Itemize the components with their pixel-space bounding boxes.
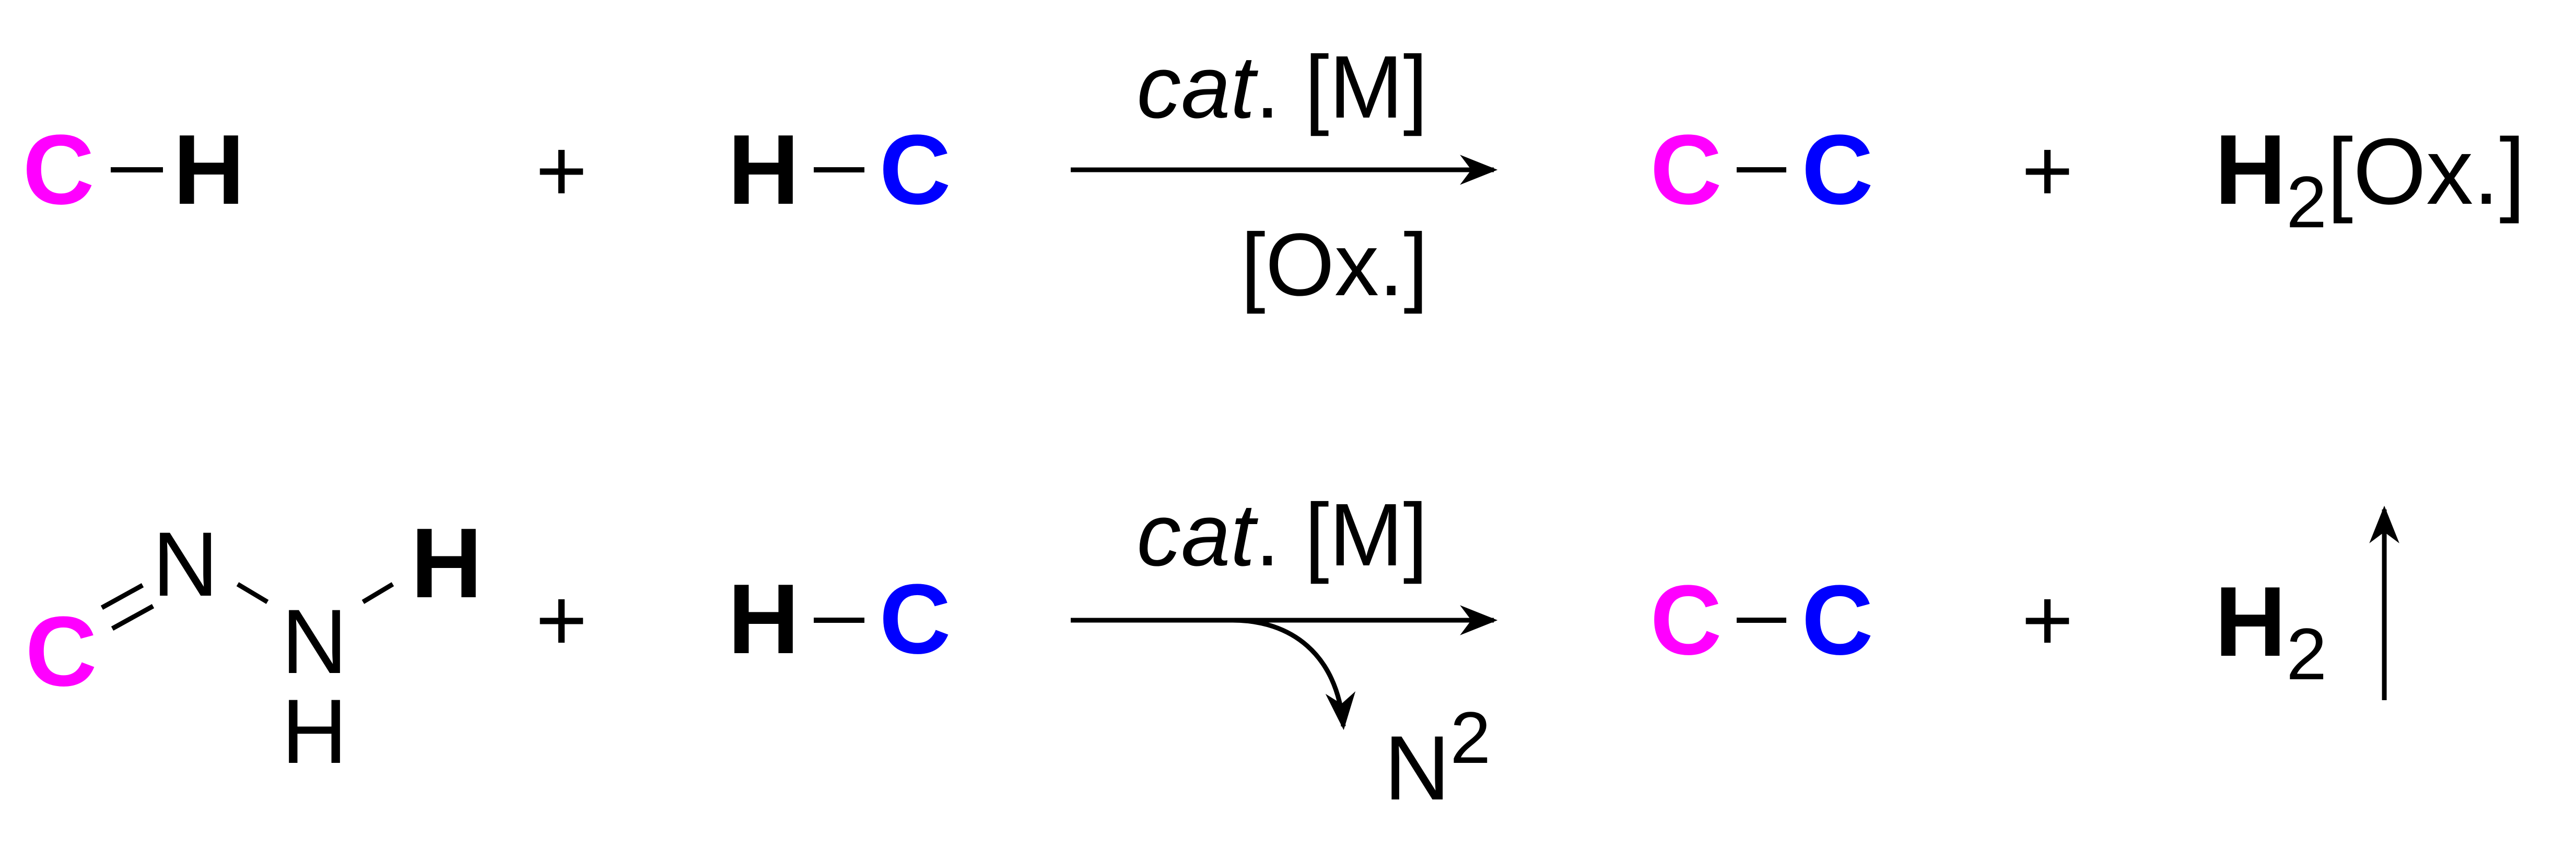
catalyst-italic: cat — [1137, 485, 1259, 585]
bond-double-b — [111, 604, 155, 631]
hydrazone: C N N H H — [25, 508, 482, 783]
plus-sign: + — [2021, 571, 2073, 670]
bond-single — [236, 582, 269, 604]
byproduct-h2: H2 — [2215, 566, 2327, 695]
atom-h: H — [728, 564, 799, 675]
catalyst-rest: . [M] — [1255, 485, 1428, 585]
product-cc: C C — [1650, 565, 1873, 676]
byproduct-h2-ox: H2[Ox.] — [2215, 114, 2525, 243]
plus-sign: + — [535, 121, 587, 221]
atom-h: H — [2215, 566, 2286, 677]
subscript-2: 2 — [2286, 161, 2327, 243]
atom-c-blue: C — [879, 114, 951, 225]
release-curve-arrow — [1232, 618, 1356, 730]
atom-h: H — [282, 681, 347, 783]
catalyst-label: cat. [M] — [1137, 485, 1427, 585]
oxidant-label: [Ox.] — [1241, 215, 1428, 315]
reaction-arrow: cat. [M] N2 — [1071, 485, 1498, 819]
atom-c-magenta: C — [1650, 114, 1722, 225]
reaction-arrow: cat. [M] [Ox.] — [1071, 38, 1498, 315]
reactant-hc: H C — [728, 114, 951, 225]
reaction-1: C H + H C cat. [M] [Ox.] C C + H2[ — [22, 38, 2525, 315]
plus-sign: + — [535, 571, 587, 670]
atom-h: H — [2215, 114, 2286, 225]
oxidant-reduced: [Ox.] — [2327, 119, 2525, 224]
atom-c-magenta: C — [25, 596, 97, 707]
atom-c-blue: C — [879, 564, 951, 675]
atom-n: N — [153, 514, 218, 616]
released-n2: N2 — [1384, 697, 1491, 819]
plus-sign: + — [2021, 121, 2073, 221]
product-cc: C C — [1650, 114, 1873, 225]
atom-c-magenta: C — [1650, 565, 1722, 676]
reactant-ch: C H — [22, 114, 244, 225]
atom-h: H — [728, 114, 799, 225]
atom-c-magenta: C — [22, 114, 94, 225]
atom-n: N — [282, 591, 347, 693]
atom-c-blue: C — [1801, 565, 1873, 676]
bond-double-a — [100, 583, 144, 610]
catalyst-italic: cat — [1137, 38, 1259, 137]
atom-h-bold: H — [411, 508, 482, 619]
superscript-2: 2 — [1450, 697, 1491, 779]
atom-c-blue: C — [1801, 114, 1873, 225]
atom-h: H — [173, 114, 244, 225]
subscript-2: 2 — [2286, 613, 2327, 695]
reaction-2: C N N H H + H C cat. [M] N2 — [25, 485, 2399, 819]
catalyst-label: cat. [M] — [1137, 38, 1427, 137]
bond-single — [361, 582, 394, 604]
atom-n: N — [1384, 717, 1450, 819]
reactant-hc: H C — [728, 564, 951, 675]
catalyst-rest: . [M] — [1255, 38, 1428, 137]
